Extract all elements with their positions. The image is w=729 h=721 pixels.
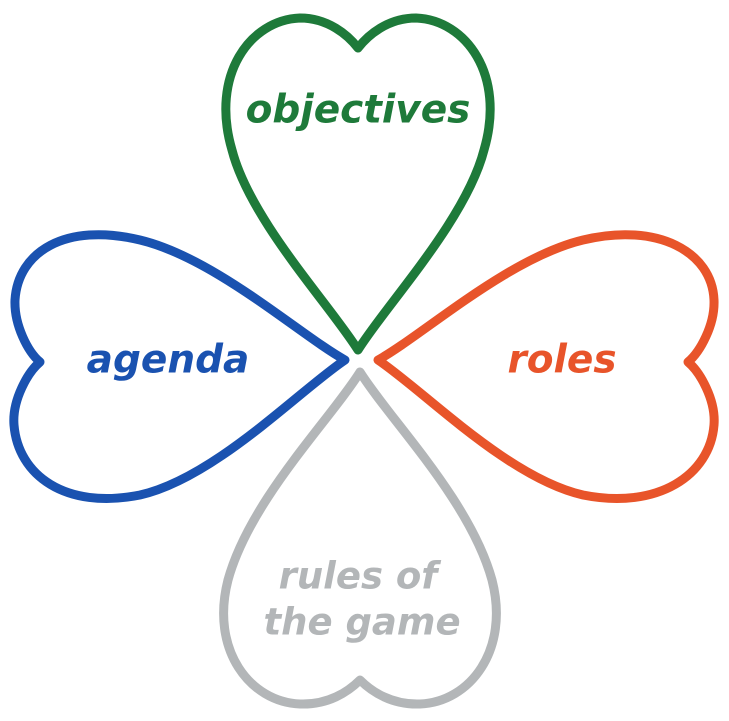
heart-petal-agenda (9, 230, 350, 503)
heart-petal-roles (373, 230, 719, 503)
label-rules-of: rules of (279, 555, 442, 598)
label-objectives: objectives (246, 88, 471, 133)
heart-petal-objectives (221, 13, 495, 355)
label-agenda: agenda (87, 338, 250, 383)
label-the-game: the game (263, 601, 460, 644)
heart-petal-rules-of-the-game (219, 367, 501, 709)
label-roles: roles (507, 338, 616, 383)
